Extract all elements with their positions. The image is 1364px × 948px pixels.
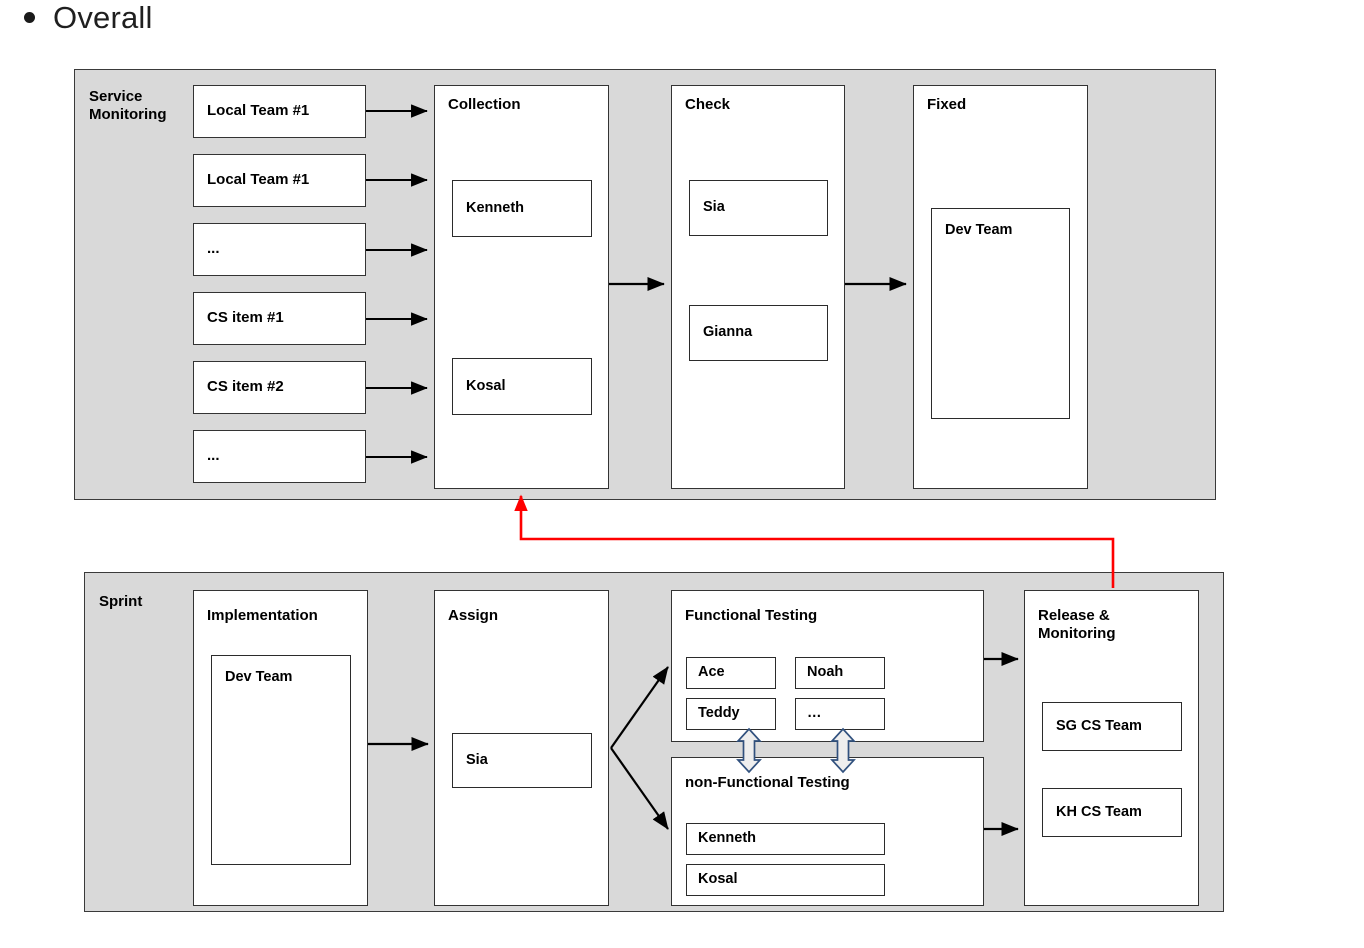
member-box-sia-assign[interactable]: Sia (452, 733, 592, 788)
page-title: Overall (53, 0, 153, 35)
source-label: Local Team #1 (207, 171, 310, 188)
member-box-dev-team-fixed[interactable]: Dev Team (931, 208, 1070, 419)
member-label: Sia (466, 751, 488, 768)
member-box-teddy[interactable]: Teddy (686, 698, 776, 730)
bullet-dot-icon (24, 12, 35, 23)
member-label: … (807, 705, 822, 722)
slide-bullet: Overall (24, 2, 153, 33)
member-label: Teddy (698, 705, 740, 722)
sprint-label: Sprint (99, 593, 143, 610)
source-label: Local Team #1 (207, 102, 310, 119)
member-label: Dev Team (225, 669, 293, 685)
source-box-ellipsis-2[interactable]: ... (193, 430, 366, 483)
stage-title: Fixed (927, 96, 967, 113)
source-box-ellipsis-1[interactable]: ... (193, 223, 366, 276)
member-box-ellipsis-testing[interactable]: … (795, 698, 885, 730)
member-label: Sia (703, 199, 725, 216)
stage-title: Assign (448, 607, 499, 624)
member-label: SG CS Team (1056, 717, 1142, 734)
member-box-sia-check[interactable]: Sia (689, 180, 828, 236)
member-box-sg-cs-team[interactable]: SG CS Team (1042, 702, 1182, 751)
source-box-local-team-2[interactable]: Local Team #1 (193, 154, 366, 207)
stage-title: Functional Testing (685, 607, 818, 624)
member-label: Dev Team (945, 222, 1013, 238)
member-label: Kenneth (698, 830, 756, 847)
member-label: Noah (807, 664, 844, 681)
member-box-kenneth-collection[interactable]: Kenneth (452, 180, 592, 237)
member-box-dev-team-implementation[interactable]: Dev Team (211, 655, 351, 865)
stage-title: Collection (448, 96, 521, 113)
member-box-kh-cs-team[interactable]: KH CS Team (1042, 788, 1182, 837)
member-box-kosal-collection[interactable]: Kosal (452, 358, 592, 415)
source-label: ... (207, 447, 220, 464)
member-label: Kenneth (466, 199, 524, 216)
stage-title: Implementation (207, 607, 318, 624)
member-label: Gianna (703, 324, 753, 341)
member-label: Kosal (698, 871, 738, 888)
stage-title: non-Functional Testing (685, 774, 850, 791)
member-box-kosal-nonfunctional[interactable]: Kosal (686, 864, 885, 896)
member-box-gianna-check[interactable]: Gianna (689, 305, 828, 361)
source-label: CS item #1 (207, 309, 284, 326)
service-monitoring-label: Service Monitoring (89, 88, 167, 123)
source-box-local-team-1[interactable]: Local Team #1 (193, 85, 366, 138)
stage-title: Release & Monitoring (1038, 607, 1116, 642)
source-box-cs-item-2[interactable]: CS item #2 (193, 361, 366, 414)
source-label: ... (207, 240, 220, 257)
member-label: KH CS Team (1056, 803, 1142, 820)
member-box-noah[interactable]: Noah (795, 657, 885, 689)
member-label: Ace (698, 664, 725, 681)
stage-collection[interactable]: Collection (434, 85, 609, 489)
source-box-cs-item-1[interactable]: CS item #1 (193, 292, 366, 345)
member-label: Kosal (466, 377, 506, 394)
stage-title: Check (685, 96, 731, 113)
source-label: CS item #2 (207, 378, 284, 395)
stage-check[interactable]: Check (671, 85, 845, 489)
member-box-ace[interactable]: Ace (686, 657, 776, 689)
member-box-kenneth-nonfunctional[interactable]: Kenneth (686, 823, 885, 855)
